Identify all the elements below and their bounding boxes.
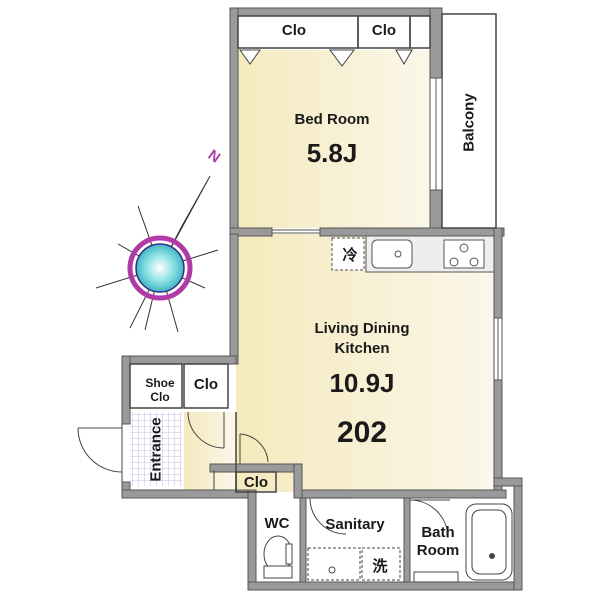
- hall-door-swings: [187, 411, 269, 490]
- hall-floor: [184, 412, 236, 492]
- closet-top-right-label: Clo: [371, 22, 397, 39]
- fridge-symbol: 冷: [342, 247, 358, 264]
- bedroom-name: Bed Room: [294, 111, 370, 128]
- kitchen-counter: [365, 235, 495, 273]
- bathtub: [409, 499, 513, 583]
- ldk-name-line2: Kitchen: [334, 340, 390, 357]
- compass: [95, 175, 219, 333]
- ldk-size: 10.9J: [329, 368, 395, 398]
- toilet: [263, 535, 293, 579]
- bath-label-line2: Room: [416, 542, 460, 559]
- bedroom-sliding-door: [272, 229, 320, 234]
- ldk-window: [493, 317, 503, 381]
- bedroom-floor: [236, 50, 430, 228]
- entrance-door: [77, 424, 123, 482]
- bath-label-line1: Bath: [421, 524, 455, 541]
- closet-low-label: Clo: [243, 474, 269, 491]
- closet-top-left-label: Clo: [281, 22, 307, 39]
- bedroom-size: 5.8J: [306, 138, 358, 168]
- ldk-name-line1: Living Dining: [314, 320, 410, 337]
- bedroom-window: [429, 77, 443, 191]
- stove-burners: [449, 243, 479, 267]
- closet-mid-label: Clo: [193, 376, 219, 393]
- shoe-closet-line2: Clo: [150, 390, 170, 404]
- washer-symbol: 洗: [372, 558, 388, 575]
- ldk-floor: [236, 234, 494, 492]
- balcony-floor: [442, 14, 496, 228]
- unit-number: 202: [336, 416, 388, 449]
- entrance-label: Entrance: [147, 417, 165, 482]
- wc-label: WC: [264, 515, 290, 532]
- closet-door-marks: [239, 49, 413, 67]
- fridge-box: [331, 237, 365, 271]
- entrance-floor: [130, 412, 182, 486]
- sanitary-label: Sanitary: [325, 516, 385, 533]
- shoe-closet-line1: Shoe: [145, 376, 175, 390]
- walls: [121, 7, 523, 591]
- sanitary-fixtures: [307, 497, 401, 581]
- balcony-label: Balcony: [460, 93, 478, 152]
